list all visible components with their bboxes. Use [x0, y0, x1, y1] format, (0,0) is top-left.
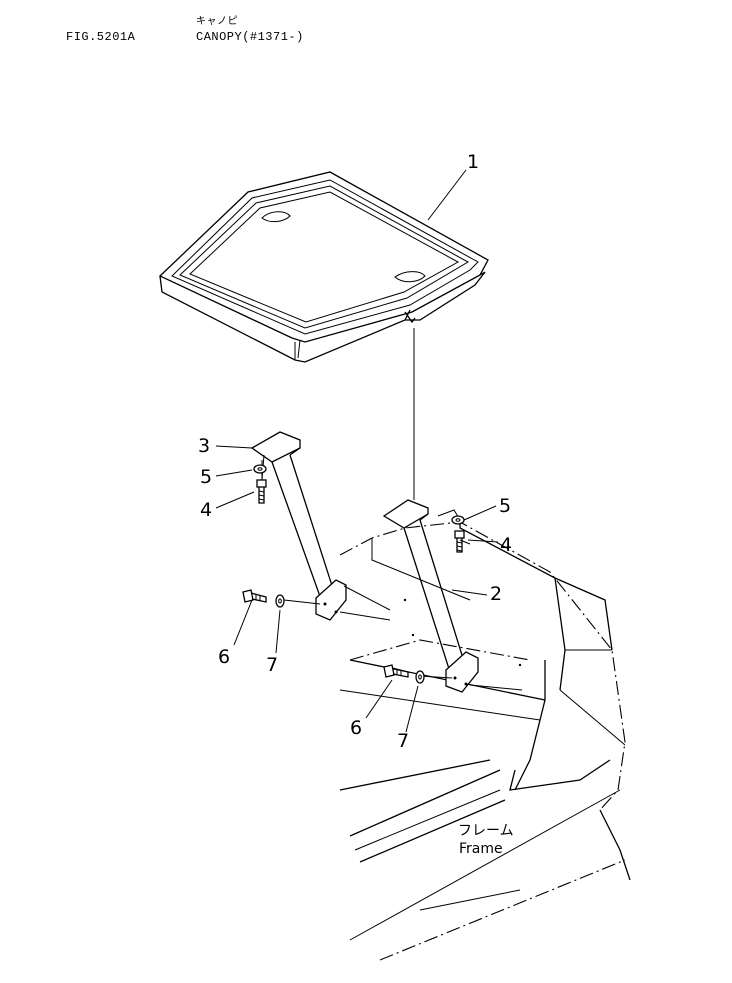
side-bolt-right	[383, 664, 409, 678]
title-japanese: キャノピ	[196, 17, 238, 28]
bolt-right	[454, 530, 465, 553]
title-english: CANOPY(#1371-)	[196, 30, 304, 44]
canopy-roof	[158, 171, 489, 363]
callout-7-left: 7	[266, 654, 278, 676]
callout-5-right: 5	[499, 495, 511, 517]
machine-frame	[339, 521, 631, 961]
callout-4-right: 4	[500, 534, 512, 556]
alignment-lines	[261, 328, 523, 691]
washer-left	[253, 464, 267, 474]
frame-label-japanese: フレーム	[458, 823, 514, 839]
side-washer-right	[415, 670, 425, 684]
side-washer-left	[275, 594, 285, 608]
callout-7-right: 7	[397, 730, 409, 752]
bolt-left	[256, 479, 267, 504]
callout-3: 3	[198, 435, 210, 457]
callout-6-left: 6	[218, 646, 230, 668]
frame-label-english: Frame	[459, 841, 503, 857]
callout-5-left: 5	[200, 466, 212, 488]
right-stay	[382, 499, 479, 693]
callout-1: 1	[467, 151, 479, 173]
left-stay	[250, 431, 347, 621]
figure-number: FIG.5201A	[66, 30, 136, 44]
side-bolt-left	[242, 589, 267, 603]
callout-6-right: 6	[350, 717, 362, 739]
callout-4-left: 4	[200, 499, 212, 521]
leader-lines	[215, 169, 499, 733]
callout-2: 2	[490, 583, 502, 605]
washer-right	[451, 515, 465, 525]
